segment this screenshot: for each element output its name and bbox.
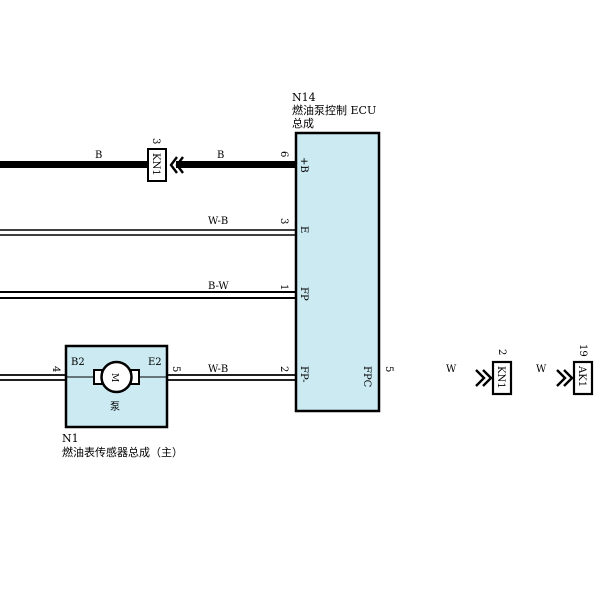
ecu-pin-label-b: +B [298,157,309,173]
ecu-name-line1: 燃油泵控制 ECU [292,103,376,117]
arrow-chevron-icon [169,156,178,174]
ecu-name-line2: 总成 [292,116,314,130]
motor-icon: M [93,360,140,394]
pump-pin-num-4: 4 [50,366,61,372]
pump-ref: N1 [62,432,79,445]
pump-name: 燃油表传感器总成（主） [62,445,183,459]
wire-b-right [176,161,296,168]
arrow-chevron-icon [556,369,567,387]
pump-pin-num-5: 5 [170,366,181,372]
wire-label-e: W-B [208,216,228,227]
pump-label: 泵 [110,401,120,413]
wire-label-fp-minus: W-B [208,364,228,375]
ecu-pin-label-e: E [298,226,309,233]
pump-pin-e2-label: E2 [148,357,162,368]
ecu-pin-num-6: 6 [278,151,289,157]
wire-b-left [0,161,150,168]
ecu-ref: N14 [292,91,316,104]
ecu-pin-label-fp: FP [298,287,309,301]
arrow-chevron-icon [475,369,486,387]
connector-ak1-name: AK1 [576,365,587,387]
wire-label-fpc-w1: W [446,364,457,375]
ecu-pin-num-3: 3 [278,218,289,224]
connector-kn1-right-name: KN1 [495,366,506,389]
connector-kn1-right-pin: 2 [496,349,507,355]
wire-label-fpc-w2: W [536,364,547,375]
pump-pin-b2-label: B2 [71,357,85,368]
ecu-pin-num-2: 2 [278,366,289,372]
wire-label-fp: B-W [208,281,229,292]
connector-kn1-top: KN1 3 [147,138,184,182]
arrow-chevron-icon [175,156,184,174]
connector-kn1-top-name: KN1 [150,153,161,176]
ecu-pin-label-fpc: FPC [361,366,372,388]
arrow-chevron-icon [563,369,574,387]
wire-label-b-right: B [217,150,224,161]
pump-box: B2 E2 4 5 M 泵 N1 燃油表传感器总成（主） [50,344,183,459]
connector-ak1-pin: 19 [577,344,588,357]
ecu-box: N14 燃油泵控制 ECU 总成 6 +B 3 E 1 FP 2 FP- FPC… [278,91,394,413]
connector-kn1-top-pin: 3 [150,138,161,144]
connector-ak1: AK1 19 [556,344,594,396]
ecu-pin-num-1: 1 [278,284,289,290]
arrow-chevron-icon [482,369,493,387]
motor-label: M [109,373,119,382]
ecu-pin-label-fp-minus: FP- [298,366,309,383]
ecu-pin-num-5: 5 [383,366,394,372]
connector-kn1-right: KN1 2 [475,349,513,396]
wire-label-b-left: B [95,150,102,161]
